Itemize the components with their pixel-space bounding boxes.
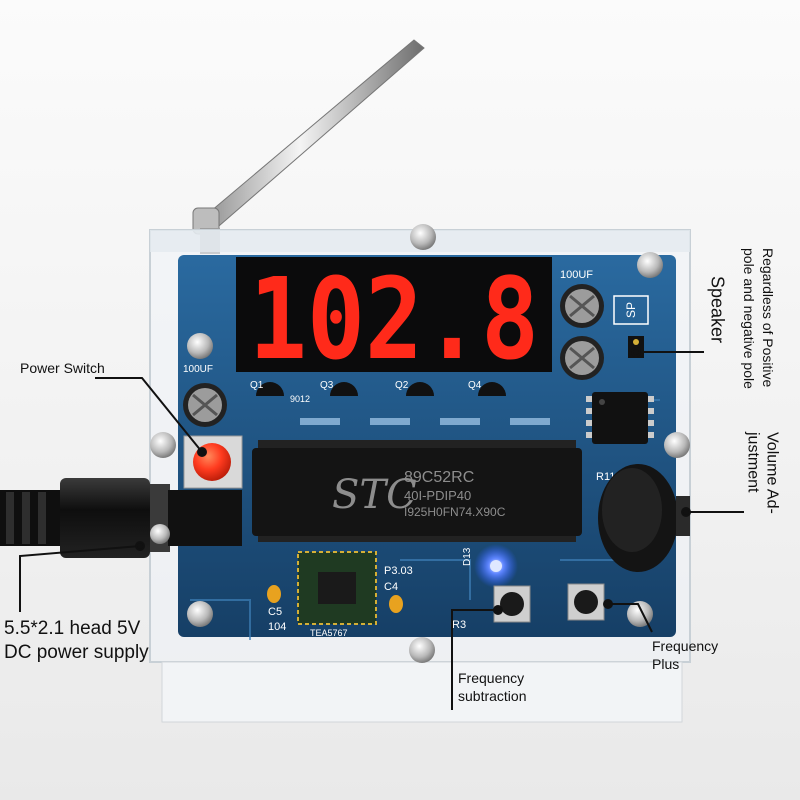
label-power-supply-line2: DC power supply — [4, 642, 149, 663]
capacitor-left — [183, 383, 227, 427]
silk-d13: D13 — [462, 547, 473, 566]
chip-package: 40I-PDIP40 — [404, 488, 471, 503]
transistor-row: Q1 Q3 Q2 Q4 9012 — [250, 380, 550, 425]
label-power-switch: Power Switch — [20, 360, 105, 376]
label-freq-plus-line2: Plus — [652, 656, 680, 672]
callout-lines — [19, 347, 744, 710]
label-polarity-line1: Regardless of Positive — [760, 248, 777, 388]
blue-led — [474, 544, 518, 588]
silk-sp: SP — [624, 302, 638, 318]
callout-power-switch — [95, 377, 203, 453]
silk-cap-left: 100UF — [183, 364, 213, 375]
label-freq-sub-line1: Frequency — [458, 670, 525, 686]
power-switch[interactable] — [183, 435, 243, 489]
screws — [150, 224, 690, 663]
callout-freq-sub — [451, 609, 498, 710]
ceramic-cap-c5 — [267, 585, 281, 603]
chip-brand: STC — [332, 472, 417, 518]
silk-p3: P3.03 — [384, 565, 413, 577]
label-volume-line1: Volume Ad- — [763, 432, 781, 514]
silk-c104: 104 — [268, 621, 286, 633]
silk-q3: Q3 — [320, 380, 334, 391]
capacitor-top-right — [560, 284, 604, 328]
label-speaker: Speaker — [707, 276, 728, 344]
frequency-plus-button[interactable] — [567, 583, 605, 621]
silk-c4: C4 — [384, 581, 398, 593]
label-power-supply-line1: 5.5*2.1 head 5V — [4, 618, 141, 639]
stc-microcontroller: STC 89C52RC 40I-PDIP40 I925H0FN74.X90C — [252, 440, 582, 542]
label-freq-sub-line2: subtraction — [458, 688, 527, 704]
fm-chip-label: TEA5767 — [310, 628, 348, 638]
fm-module: TEA5767 — [297, 551, 377, 638]
silk-q1: Q1 — [250, 380, 264, 391]
callout-power-supply — [19, 545, 141, 612]
display-reading: 102.8 — [249, 255, 539, 385]
small-ic — [586, 392, 654, 444]
seven-segment-display: 102.8 — [236, 255, 552, 385]
frequency-minus-button[interactable] — [493, 585, 531, 623]
label-freq-plus-line1: Frequency — [652, 638, 719, 654]
callout-freq-plus — [608, 603, 653, 633]
silk-r3: R3 — [452, 619, 466, 631]
silk-c5: C5 — [268, 606, 282, 618]
silk-9012: 9012 — [290, 394, 310, 404]
silk-q4: Q4 — [468, 380, 482, 391]
label-volume-line2: justment — [744, 432, 762, 493]
chip-model: 89C52RC — [404, 469, 474, 486]
silk-q2: Q2 — [395, 380, 409, 391]
dc-power-plug — [0, 478, 242, 558]
chip-lot: I925H0FN74.X90C — [404, 505, 506, 519]
volume-knob[interactable] — [598, 464, 690, 572]
label-polarity-line2: pole and negative pole — [741, 248, 758, 389]
ceramic-cap-c4 — [389, 595, 403, 613]
capacitor-mid-right — [560, 336, 604, 380]
antenna — [192, 39, 425, 254]
silk-cap-top: 100UF — [560, 269, 593, 281]
